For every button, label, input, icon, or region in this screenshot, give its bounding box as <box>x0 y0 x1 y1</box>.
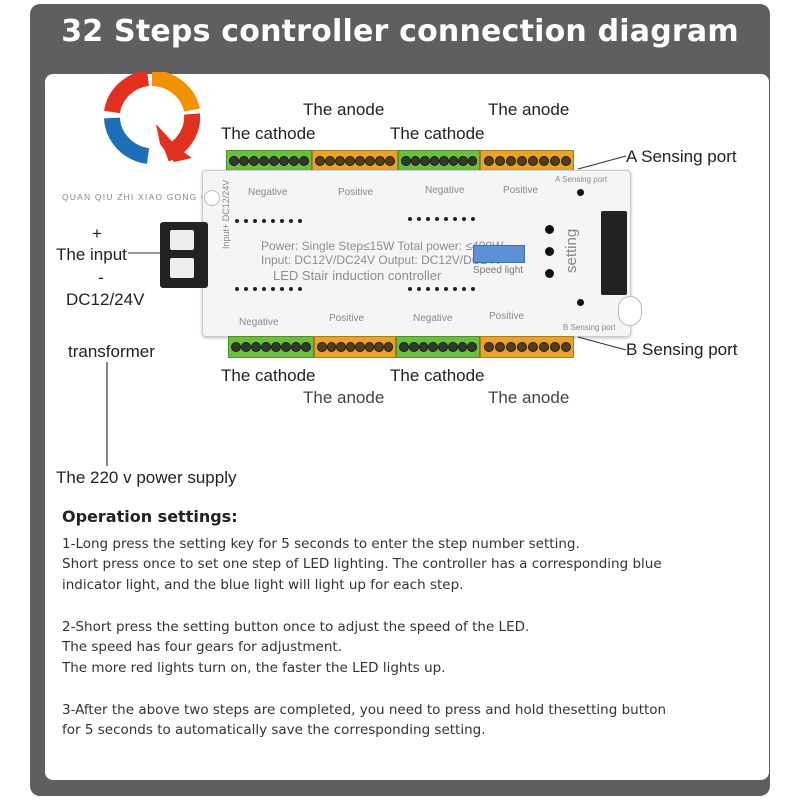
label-cathode-bottom-right: The cathode <box>390 366 485 385</box>
board-power-line: Power: Single Step≤15W Total power: ≤400… <box>261 239 504 253</box>
label-b-sensing-port: B Sensing port <box>626 340 738 359</box>
terminal-block-bottom-negative-1 <box>228 336 314 358</box>
led-row-top-left <box>235 219 302 223</box>
operation-line: The speed has four gears for adjustment. <box>62 639 342 655</box>
operation-line: The more red lights turn on, the faster … <box>62 660 446 676</box>
label-input-minus: - <box>98 268 104 287</box>
led-row-bottom-left <box>235 287 302 291</box>
operations-heading: Operation settings: <box>62 507 238 526</box>
label-anode-top-right: The anode <box>488 100 570 119</box>
setting-button[interactable] <box>545 247 554 256</box>
operation-line: indicator light, and the blue light will… <box>62 577 464 593</box>
led-row-top-right <box>408 217 475 221</box>
board-negative-top-2: Negative <box>425 185 465 196</box>
terminal-block-bottom-positive-1 <box>314 336 396 358</box>
operation-line: 3-After the above two steps are complete… <box>62 702 667 718</box>
a-sensing-pointer <box>577 155 627 170</box>
input-terminal <box>160 222 208 288</box>
terminal-block-top-negative-2 <box>398 150 480 172</box>
controller-board: Negative Positive Negative Positive A Se… <box>202 170 631 337</box>
terminal-block-bottom-negative-2 <box>396 336 480 358</box>
board-input-side: Input+ DC12/24V <box>221 179 231 249</box>
board-negative-bottom-1: Negative <box>239 317 279 328</box>
sensing-dot-b <box>577 299 584 306</box>
board-positive-top-1: Positive <box>338 187 374 198</box>
label-cathode-top-right: The cathode <box>390 124 485 143</box>
sensing-port-connector <box>601 211 627 295</box>
label-anode-bottom-right: The anode <box>488 388 570 407</box>
label-cathode-top-left: The cathode <box>221 124 316 143</box>
sensing-dot-a <box>577 189 584 196</box>
terminal-block-top-positive-2 <box>480 150 574 172</box>
indicator-dot-2 <box>545 269 554 278</box>
speed-indicator-display <box>473 245 525 263</box>
terminal-block-bottom-positive-2 <box>480 336 574 358</box>
mount-hole-right <box>618 296 642 326</box>
label-input-plus: + <box>92 224 102 243</box>
supply-line <box>106 362 108 466</box>
board-a-port: A Sensing port <box>555 175 608 184</box>
terminal-block-top-positive-1 <box>312 150 398 172</box>
input-pointer <box>128 252 161 254</box>
label-transformer: transformer <box>68 342 155 361</box>
board-positive-top-2: Positive <box>503 185 539 196</box>
label-cathode-bottom-left: The cathode <box>221 366 316 385</box>
led-row-bottom-right <box>408 287 475 291</box>
label-power-supply: The 220 v power supply <box>56 468 237 487</box>
terminal-block-top-negative-1 <box>226 150 312 172</box>
label-input: The input <box>56 245 127 264</box>
label-dc-voltage: DC12/24V <box>66 290 145 309</box>
board-b-port: B Sensing port <box>563 323 616 332</box>
speed-light-label: Speed light <box>473 265 524 276</box>
label-anode-top-left: The anode <box>303 100 385 119</box>
operation-line: 1-Long press the setting key for 5 secon… <box>62 536 580 552</box>
label-a-sensing-port: A Sensing port <box>626 147 737 166</box>
q-logo-icon <box>104 72 200 164</box>
label-anode-bottom-left: The anode <box>303 388 385 407</box>
board-io-line: Input: DC12V/DC24V Output: DC12V/DC24V <box>261 253 502 267</box>
operation-line: 2-Short press the setting button once to… <box>62 619 530 635</box>
board-negative-top-1: Negative <box>248 187 288 198</box>
mount-hole-left <box>204 190 220 206</box>
b-sensing-pointer <box>577 336 627 351</box>
board-positive-bottom-1: Positive <box>329 313 365 324</box>
setting-label: setting <box>563 228 580 273</box>
board-negative-bottom-2: Negative <box>413 313 453 324</box>
page-title: 32 Steps controller connection diagram <box>61 14 739 49</box>
board-name-line: LED Stair induction controller <box>273 268 442 283</box>
board-positive-bottom-2: Positive <box>489 311 525 322</box>
brand-text: QUAN QIU ZHI XIAO GONG CHANG <box>62 192 238 202</box>
operation-line: Short press once to set one step of LED … <box>62 556 662 572</box>
operation-line: for 5 seconds to automatically save the … <box>62 722 486 738</box>
indicator-dot-1 <box>545 225 554 234</box>
